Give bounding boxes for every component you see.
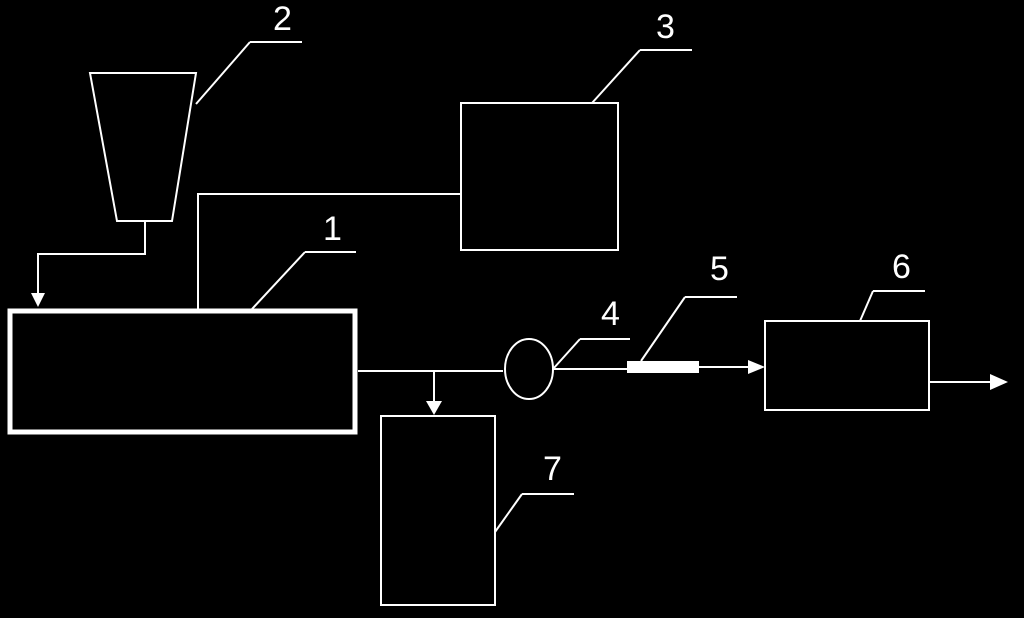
hopper-label: 2 (273, 0, 292, 38)
receiver-box (764, 320, 930, 411)
receiver-output-arrowhead (990, 374, 1008, 390)
controller-label: 3 (656, 8, 675, 46)
pump-label: 4 (601, 295, 620, 333)
controller-leader-line (591, 49, 641, 104)
extruder-box (7, 308, 358, 435)
pump-leader-line (552, 338, 581, 370)
nozzle-leader-line (640, 296, 686, 362)
pump-circle (504, 338, 554, 400)
collector-box (380, 415, 496, 606)
controller-link-line (197, 193, 461, 310)
receiver-input-arrowhead (748, 360, 765, 374)
extruder-label: 1 (323, 210, 342, 248)
hopper-feed-arrowhead (31, 293, 45, 307)
receiver-leader-line (859, 290, 874, 322)
controller-box (460, 102, 619, 251)
extruder-leader-line (251, 251, 306, 310)
collector-leader-line (494, 493, 523, 533)
collector-drop-arrowhead (426, 401, 442, 415)
collector-label: 7 (543, 450, 562, 488)
nozzle-bar (627, 361, 699, 373)
hopper-shape (88, 72, 198, 222)
receiver-label: 6 (892, 248, 911, 286)
nozzle-label: 5 (710, 250, 729, 288)
hopper-leader-line (195, 41, 251, 105)
hopper-feed-line (37, 221, 146, 296)
